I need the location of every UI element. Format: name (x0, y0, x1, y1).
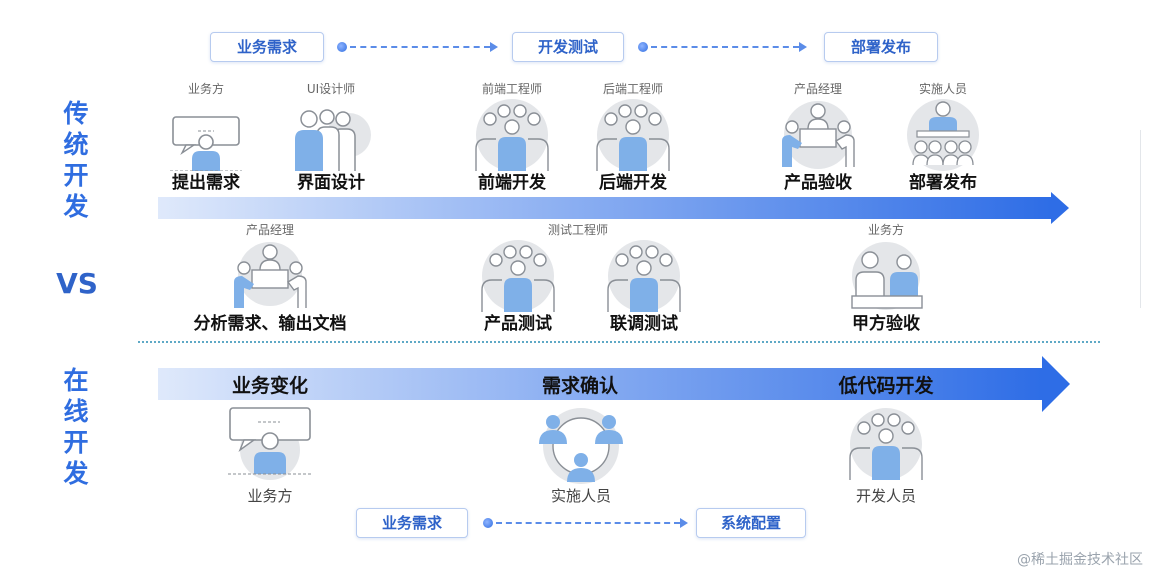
watermark: @稀土掘金技术社区 (1017, 552, 1143, 568)
timeline-arrow-icon (1042, 356, 1070, 412)
meeting-table-icon (210, 238, 330, 312)
three-persons-cycle-icon (521, 404, 641, 484)
role-action: 前端开发 (478, 173, 546, 193)
role-action: 甲方验收 (852, 314, 920, 334)
group-circle-icon (826, 404, 946, 484)
flow-step-requirement: 业务需求 (210, 32, 324, 62)
role-pm-analysis: 产品经理 分析需求、输出文档 (194, 222, 347, 336)
flow-dot (483, 518, 493, 528)
role-title: 产品经理 (245, 223, 294, 237)
stage-lowcode-dev: 低代码开发 (838, 375, 934, 397)
section-edge-line (1140, 130, 1141, 308)
flow-connector (651, 46, 799, 48)
role-title (584, 222, 704, 238)
flow-connector (496, 522, 680, 524)
role-title: UI设计师 (306, 82, 356, 96)
stage-business-change: 业务变化 (231, 375, 308, 397)
online-role-business: 业务方 (210, 404, 330, 508)
group-circle-icon (573, 97, 693, 171)
role-frontend: 前端工程师 前端开发 (452, 81, 572, 195)
speech-person-icon (146, 97, 266, 172)
role-ui-designer: UI设计师 界面设计 (271, 81, 391, 195)
traditional-timeline (158, 197, 1051, 219)
online-role-developer: 开发人员 (826, 404, 946, 508)
flow-connector (350, 46, 490, 48)
group-circle-icon (458, 238, 578, 312)
role-pm-acceptance: 产品经理 产品验收 (758, 81, 878, 195)
timeline-arrow-icon (1051, 192, 1069, 224)
role-title: 业务方 (867, 223, 904, 237)
flow-step-deploy: 部署发布 (824, 32, 938, 62)
role-action: 联调测试 (610, 314, 678, 334)
role-client-acceptance: 业务方 甲方验收 (826, 222, 946, 336)
role-title: 业务方 (187, 82, 224, 96)
group-circle-icon (584, 238, 704, 312)
flow-step-devtest: 开发测试 (512, 32, 624, 62)
role-action: 部署发布 (909, 173, 977, 193)
stage-requirement-confirm: 需求确认 (541, 375, 618, 397)
role-action: 界面设计 (297, 173, 365, 193)
traditional-label: 传统开发 (63, 99, 89, 221)
role-title: 实施人员 (918, 82, 967, 96)
role-business-submit: 业务方 提出需求 (146, 81, 266, 195)
role-action: 提出需求 (172, 173, 240, 193)
role-action: 产品测试 (484, 314, 552, 334)
flow-arrow-icon (799, 42, 807, 52)
meeting-table-icon (758, 97, 878, 171)
speech-person-icon (210, 404, 330, 484)
role-title: 产品经理 (793, 82, 842, 96)
online-role-implementer: 实施人员 (521, 404, 641, 508)
role-action: 分析需求、输出文档 (193, 314, 347, 334)
group-circle-icon (452, 97, 572, 171)
role-title: 前端工程师 (481, 82, 542, 96)
flow-arrow-icon (680, 518, 688, 528)
flow-arrow-icon (490, 42, 498, 52)
two-persons-icon (826, 238, 946, 312)
role-name: 业务方 (247, 487, 293, 505)
vs-label: VS (56, 267, 98, 300)
role-action: 后端开发 (599, 173, 667, 193)
flow-step-system-config: 系统配置 (696, 508, 806, 538)
role-backend: 后端工程师 后端开发 (573, 81, 693, 195)
presenter-audience-icon (883, 97, 1003, 171)
role-action: 产品验收 (784, 173, 852, 193)
role-title: 测试工程师 (547, 223, 608, 237)
online-label: 在线开发 (63, 366, 89, 488)
flow-dot (638, 42, 648, 52)
role-joint-test: 联调测试 (584, 222, 704, 336)
role-name: 开发人员 (855, 487, 916, 505)
team-three-icon (271, 97, 391, 171)
role-name: 实施人员 (550, 487, 611, 505)
role-implementer: 实施人员 部署发布 (883, 81, 1003, 195)
role-title: 后端工程师 (602, 82, 663, 96)
role-tester: 测试工程师 产品测试 (458, 222, 608, 336)
flow-step-requirement-online: 业务需求 (356, 508, 468, 538)
online-timeline (158, 368, 1042, 400)
section-divider (138, 341, 1100, 343)
flow-dot (337, 42, 347, 52)
